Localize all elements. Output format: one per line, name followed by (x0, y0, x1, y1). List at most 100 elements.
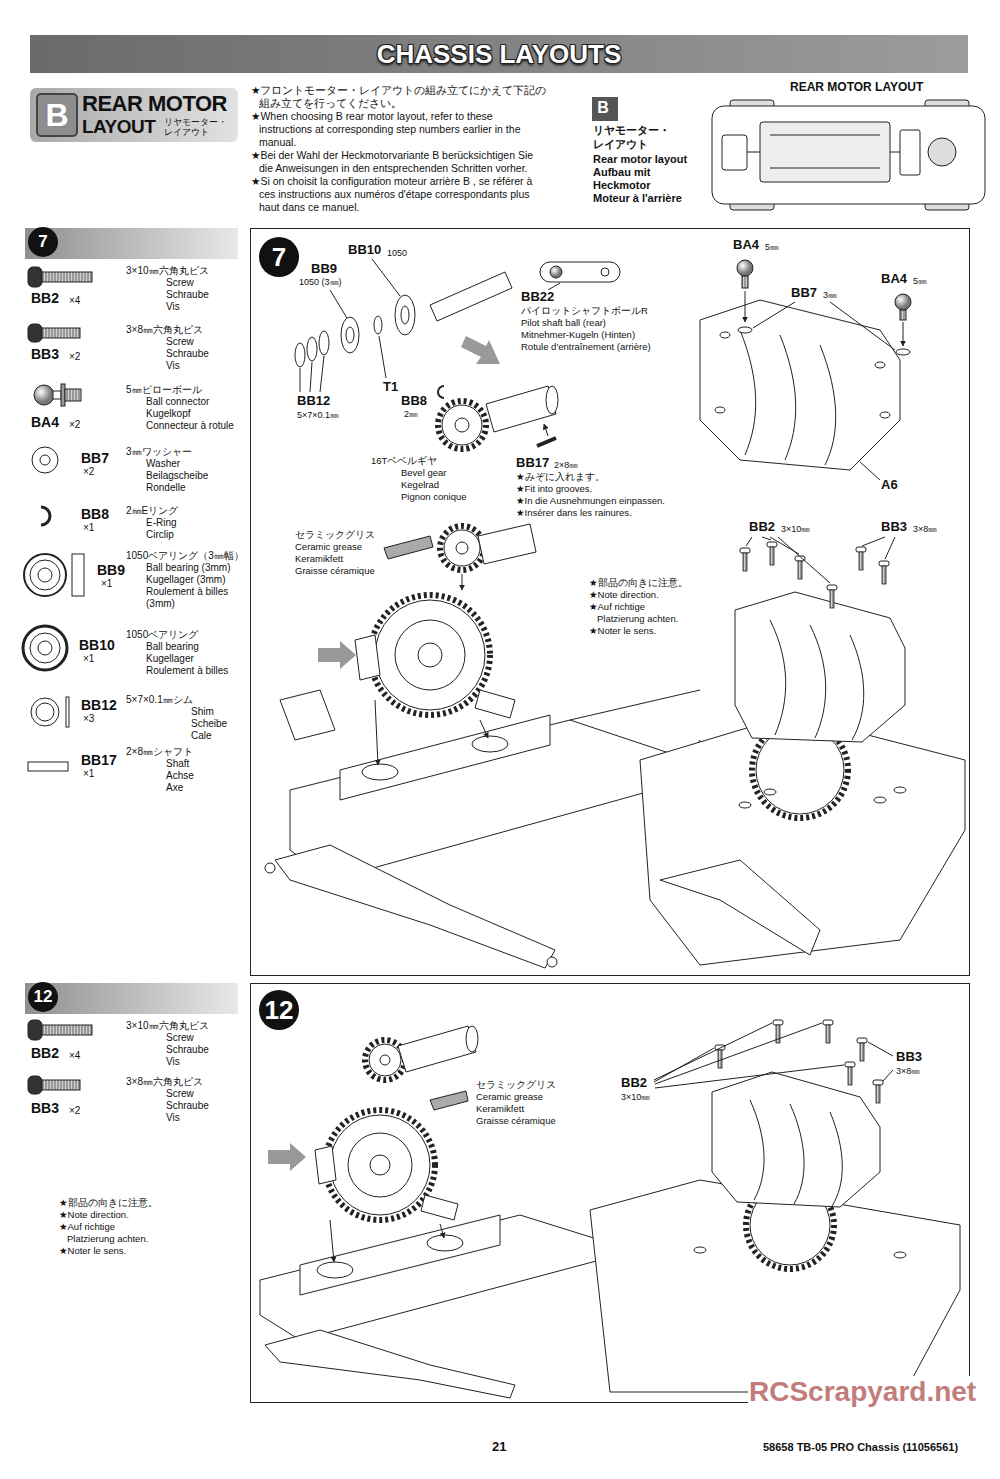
instruction-note: ★Bei der Wahl der Heckmotorvariante B be… (250, 149, 534, 161)
part-size: 5㎜ (912, 276, 928, 286)
part-description: Kugellager (145, 653, 195, 665)
callout-note: Graisse céramique (475, 1116, 557, 1127)
step-bar: 12 (25, 983, 238, 1014)
badge-heading: REAR MOTOR (82, 91, 227, 116)
quantity: ×2 (68, 419, 81, 431)
callout-note: セラミックグリス (475, 1080, 557, 1091)
part-code: BB9 (96, 562, 126, 578)
badge-heading: LAYOUT (82, 116, 155, 138)
instruction-note: ★When choosing B rear motor layout, refe… (250, 110, 494, 122)
part-callout: BB2 (620, 1076, 648, 1091)
part-code: BB17 (80, 752, 118, 768)
part-description: Vis (165, 1112, 181, 1124)
quantity: ×2 (82, 466, 95, 478)
part-description: Achse (165, 770, 195, 782)
step-number: 7 (259, 237, 299, 277)
instruction-note: ces instructions aux numéros d'étape cor… (258, 188, 531, 200)
part-callout: BB3 (880, 520, 908, 535)
part-description: Shaft (165, 758, 190, 770)
callout-note: ★Insérer dans les rainures. (515, 508, 633, 519)
part-description: 3×10㎜六角丸ビス (125, 1020, 210, 1032)
part-description: Schraube (165, 348, 210, 360)
layout-caption: Rear motor layout (592, 153, 688, 166)
step-number: 12 (259, 990, 299, 1030)
part-code: BB2 (30, 1045, 60, 1061)
step-number: 7 (28, 227, 58, 257)
page-number: 21 (491, 1440, 507, 1455)
step-panel: 12 (250, 983, 970, 1403)
callout-note: Rotule d'entraînement (arrière) (520, 342, 652, 353)
callout-note: Bevel gear (400, 468, 447, 479)
part-callout: BB3 (895, 1050, 923, 1065)
instruction-note: die Anweisungen in den entsprechenden Sc… (258, 162, 529, 174)
part-description: Roulement à billes (145, 665, 229, 677)
part-size: 5㎜ (764, 242, 780, 252)
quantity: ×4 (68, 1050, 81, 1062)
part-callout: BB10 (347, 243, 382, 258)
picture-heading: REAR MOTOR LAYOUT (788, 81, 925, 95)
parts-symbols (23, 267, 92, 1094)
callout-note: Ceramic grease (294, 542, 363, 553)
quantity: ×2 (68, 1105, 81, 1117)
callout-note: 16Tベベルギヤ (370, 456, 438, 467)
part-description: Schraube (165, 1044, 210, 1056)
part-description: 1050ベアリング (125, 629, 199, 641)
instruction-note: instructions at corresponding step numbe… (258, 123, 521, 135)
part-description: 3×10㎜六角丸ビス (125, 265, 210, 277)
quantity: ×2 (68, 351, 81, 363)
callout-note: Graisse céramique (294, 566, 376, 577)
quantity: ×1 (100, 578, 113, 590)
part-callout: T1 (382, 380, 399, 395)
quantity: ×3 (82, 713, 95, 725)
part-description: 2×8㎜シャフト (125, 746, 194, 758)
step-bar: 7 (25, 228, 238, 259)
layout-caption: Moteur à l'arrière (592, 192, 683, 205)
part-description: Screw (165, 1088, 195, 1100)
part-description: Shim (190, 706, 215, 718)
page-footer: 58658 TB-05 PRO Chassis (11056561) (762, 1441, 959, 1454)
step7-gear-cover (640, 260, 965, 965)
part-size: 2㎜ (403, 409, 419, 419)
part-description: 5㎜ピローボール (125, 384, 203, 396)
step7-differential-assembly (265, 524, 700, 968)
part-code: BB2 (30, 290, 60, 306)
quantity: ×1 (82, 522, 95, 534)
layout-caption: リヤモーター・ (592, 124, 671, 137)
step-number: 12 (28, 982, 58, 1012)
part-description: Ball bearing (145, 641, 200, 653)
part-callout: BA4 (880, 272, 908, 287)
part-code: BB8 (80, 506, 110, 522)
part-callout: BB17 (515, 456, 550, 471)
instruction-note: manual. (258, 136, 297, 148)
callout-note: ★Noter le sens. (588, 626, 657, 637)
part-description: Axe (165, 782, 184, 794)
callout-note: ★In die Ausnehmungen einpassen. (515, 496, 666, 507)
part-size: 3㎜ (822, 290, 838, 300)
part-description: Connecteur à rotule (145, 420, 235, 432)
part-code: BB12 (80, 697, 118, 713)
part-description: 5×7×0.1㎜シム (125, 694, 194, 706)
chassis-top-view (712, 100, 985, 210)
callout-note: ★Auf richtige (58, 1222, 116, 1233)
part-description: Vis (165, 360, 181, 372)
callout-note: ★Note direction. (58, 1210, 130, 1221)
part-size: 3×8㎜ (912, 524, 938, 534)
part-size: 3×10㎜ (780, 524, 811, 534)
layout-picture: REAR MOTOR LAYOUT (700, 76, 988, 221)
instruction-note: haut dans ce manuel. (258, 201, 360, 213)
callout-note: Keramikfett (475, 1104, 525, 1115)
part-description: 3×8㎜六角丸ビス (125, 324, 204, 336)
instruction-note: 組み立てを行ってください。 (258, 97, 403, 109)
callout-note: ★Noter le sens. (58, 1246, 127, 1257)
part-code: BA4 (30, 414, 60, 430)
callout-note: Ceramic grease (475, 1092, 544, 1103)
part-description: Circlip (145, 529, 175, 541)
part-description: 3㎜ワッシャー (125, 446, 193, 458)
quantity: ×4 (68, 295, 81, 307)
callout-note: ★部品の向きに注意。 (58, 1198, 159, 1209)
instruction-note: ★フロントモーター・レイアウトの組み立てにかえて下記の (250, 84, 547, 96)
badge-subtitle: リヤモーター・ レイアウト (164, 117, 234, 138)
part-description: Beilagscheibe (145, 470, 209, 482)
